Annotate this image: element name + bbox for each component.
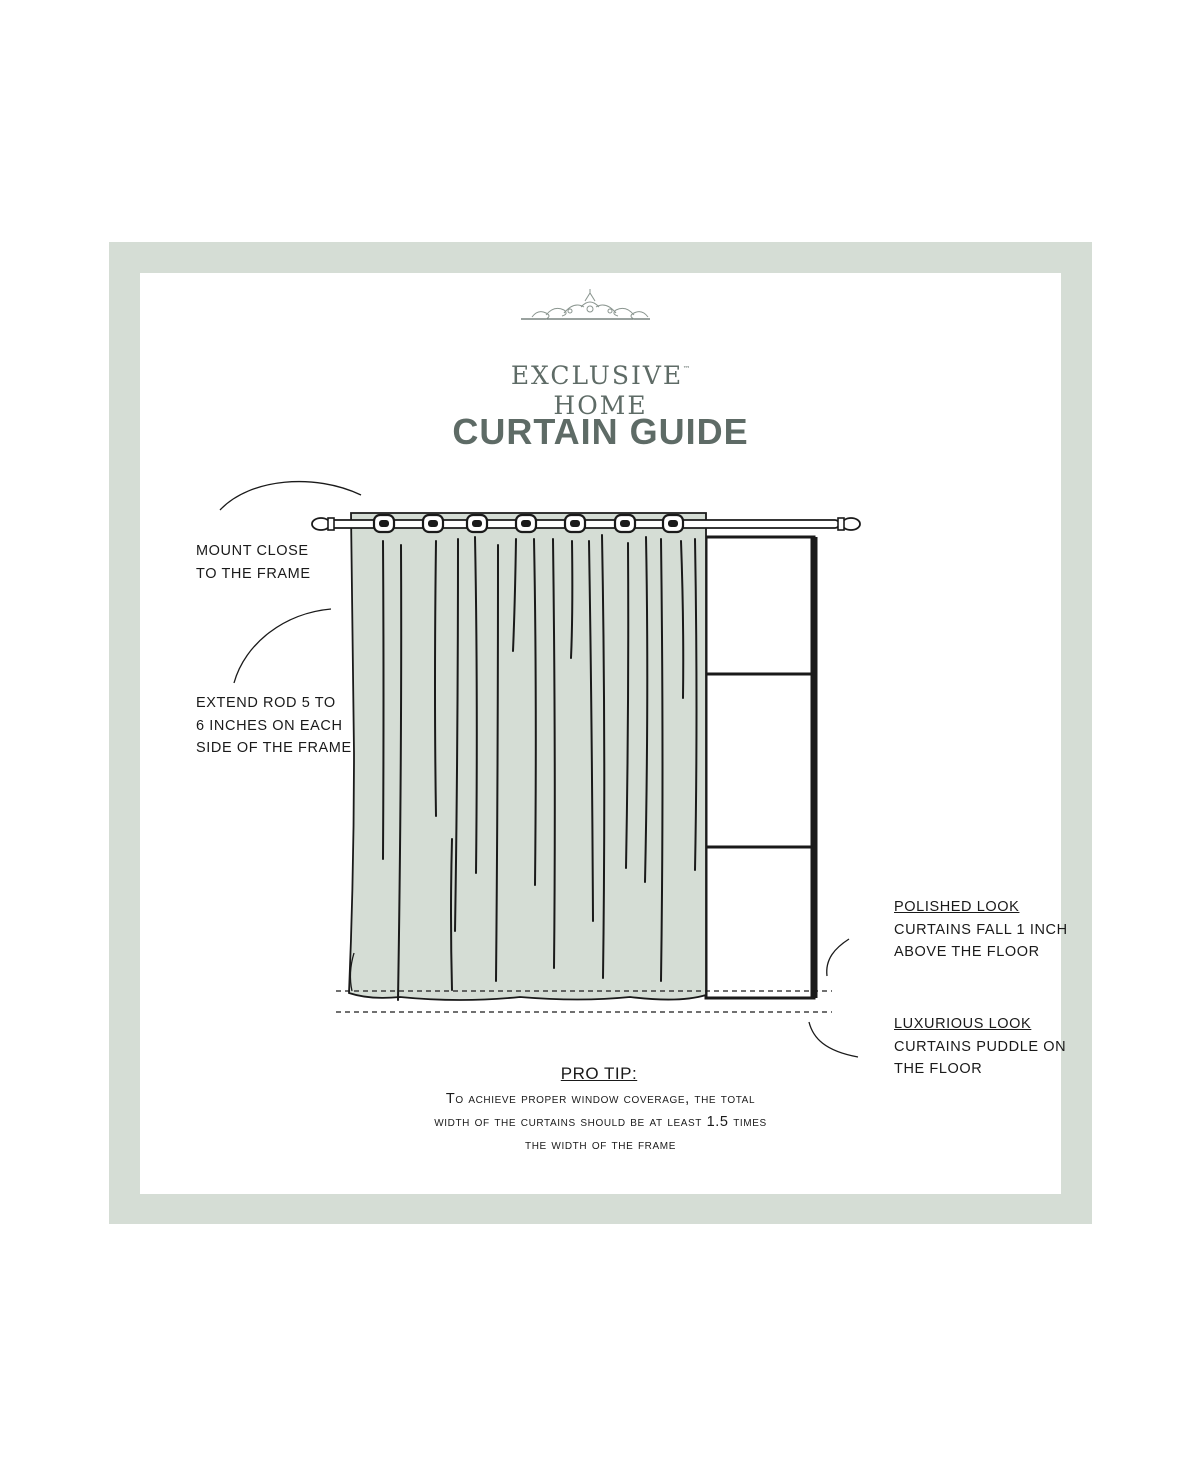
- curtain-diagram: [219, 289, 861, 1058]
- mount-leader-arc: [219, 480, 362, 511]
- grommet-icon: [372, 513, 396, 534]
- curtain-pleats: [382, 534, 698, 1001]
- luxurious-look-annotation: LUXURIOUS LOOK CURTAINS PUDDLE ON THE FL…: [894, 1013, 1066, 1081]
- guide-frame: EXCLUSIVE™ HOME CURTAIN GUIDE MOUNT CLOS…: [109, 242, 1092, 1224]
- filigree-ornament-icon: [521, 289, 650, 320]
- pro-tip-heading: PRO TIP:: [560, 1064, 638, 1083]
- window-frame: [704, 535, 818, 1000]
- luxurious-leader-arc: [808, 1021, 859, 1058]
- guide-card: EXCLUSIVE™ HOME CURTAIN GUIDE MOUNT CLOS…: [140, 273, 1067, 1194]
- grommet-icon: [421, 513, 445, 534]
- grommet-icon: [613, 513, 637, 534]
- page-title: CURTAIN GUIDE: [452, 411, 749, 452]
- polished-look-heading: POLISHED LOOK: [894, 899, 1020, 915]
- grommet-icon: [563, 513, 587, 534]
- extend-rod-annotation: EXTEND ROD 5 TO 6 INCHES ON EACH SIDE OF…: [196, 695, 352, 756]
- grommet-row: [372, 513, 685, 534]
- polished-look-annotation: POLISHED LOOK CURTAINS FALL 1 INCH ABOVE…: [894, 896, 1068, 964]
- brand-name-line2: HOME: [553, 391, 648, 420]
- trademark-mark: ™: [683, 365, 691, 373]
- curtain-hem-fold: [349, 952, 355, 992]
- mount-annotation: MOUNT CLOSE TO THE FRAME: [196, 543, 311, 582]
- grommet-icon: [661, 513, 685, 534]
- grommet-icon: [465, 513, 489, 534]
- grommet-icon: [514, 513, 538, 534]
- luxurious-look-heading: LUXURIOUS LOOK: [894, 1016, 1032, 1032]
- brand-name: EXCLUSIVE™: [510, 361, 691, 390]
- pro-tip: PRO TIP: To achieve proper window covera…: [140, 1062, 1061, 1157]
- extend-leader-arc: [233, 608, 332, 684]
- pro-tip-body: To achieve proper window coverage, the t…: [434, 1091, 767, 1153]
- curtain-panel: [348, 512, 707, 1001]
- finial-icon: [837, 517, 861, 531]
- finial-icon: [311, 517, 335, 531]
- polished-leader-arc: [826, 938, 850, 977]
